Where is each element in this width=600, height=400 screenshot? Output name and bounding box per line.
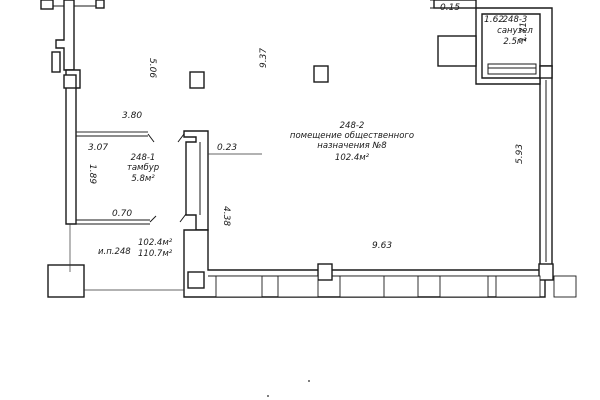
unit-label: и.п.248 — [98, 247, 131, 257]
room-vestibule-label: 248-1 тамбур 5.8м² — [127, 153, 159, 184]
column-bottom-mid — [317, 263, 333, 281]
dot-mark-2 — [267, 395, 269, 397]
window-bottom-5 — [439, 275, 489, 298]
dim-3-80: 3.80 — [122, 111, 142, 121]
room-bathroom-area: 2.5м² — [503, 37, 527, 47]
column-left-top — [63, 74, 77, 89]
windows — [215, 275, 577, 298]
room-main-area: 102.4м² — [335, 153, 370, 163]
dim-0-70: 0.70 — [112, 209, 132, 219]
dim-1-71: 1.71 — [519, 22, 529, 42]
wall-bathroom-stub — [437, 35, 477, 67]
door-vestibule-upper — [147, 133, 155, 143]
room-bathroom-label: 248-3 санузел 2.5м² — [497, 15, 533, 47]
dim-0-23: 0.23 — [217, 143, 237, 153]
window-bottom-4 — [383, 275, 419, 298]
dim-1-62: 1.62 — [484, 15, 504, 25]
room-vestibule-number: 248-1 — [131, 153, 156, 163]
column-right-top — [539, 65, 553, 79]
window-bottom-1 — [215, 275, 263, 298]
door-inner-lower — [179, 213, 187, 223]
dimension-labels: 5.06 9.37 3.80 3.07 1.89 0.70 0.23 4.38 … — [87, 3, 529, 251]
door-vestibule-lower — [149, 215, 157, 223]
wall-left-upper — [55, 0, 75, 71]
column-left-bottom — [47, 264, 85, 298]
columns — [47, 65, 554, 298]
dim-9-63: 9.63 — [372, 241, 392, 251]
unit-area-1: 102.4м² — [138, 238, 173, 248]
dim-5-06: 5.06 — [147, 58, 157, 78]
unit-summary: и.п.248 102.4м² 110.7м² — [98, 238, 173, 259]
wall-top-left-cap — [95, 0, 105, 9]
unit-area-2: 110.7м² — [138, 249, 173, 259]
window-bottom-7 — [553, 275, 577, 298]
wall-left-middle — [65, 69, 81, 225]
room-bathroom-name: санузел — [497, 26, 533, 36]
room-vestibule-area: 5.8м² — [131, 174, 155, 184]
window-bottom-6 — [495, 275, 541, 298]
wall-top-left-stub — [40, 0, 54, 10]
dim-3-07: 3.07 — [88, 143, 108, 153]
wall-top-right-stub — [433, 0, 477, 9]
column-main-right — [313, 65, 329, 83]
room-vestibule-name: тамбур — [127, 163, 159, 173]
reference-lines — [69, 131, 310, 397]
room-main-label: 248-2 помещение общественного назначения… — [290, 121, 414, 163]
dim-9-37: 9.37 — [259, 48, 269, 68]
wall-vestibule-right — [183, 130, 209, 231]
wall-bathroom — [475, 7, 553, 85]
room-main-number: 248-2 — [340, 121, 365, 131]
window-bottom-3 — [339, 275, 389, 298]
room-bathroom-number: 248-3 — [503, 15, 528, 25]
wall-left-bump — [51, 51, 61, 73]
dot-mark-1 — [308, 380, 310, 382]
window-bottom-2 — [277, 275, 319, 298]
dim-4-38: 4.38 — [221, 206, 231, 226]
dim-1-89: 1.89 — [87, 164, 97, 184]
room-main-name-2: назначения №8 — [317, 141, 387, 151]
column-main-left — [189, 71, 205, 89]
door-inner-upper — [177, 133, 185, 143]
dim-5-93: 5.93 — [515, 144, 525, 164]
bathroom-fixture-box — [487, 63, 537, 75]
dim-0-15: 0.15 — [440, 3, 460, 13]
column-bottom-left — [187, 271, 205, 289]
room-main-name-1: помещение общественного — [290, 131, 414, 141]
column-right-bottom — [538, 263, 554, 281]
